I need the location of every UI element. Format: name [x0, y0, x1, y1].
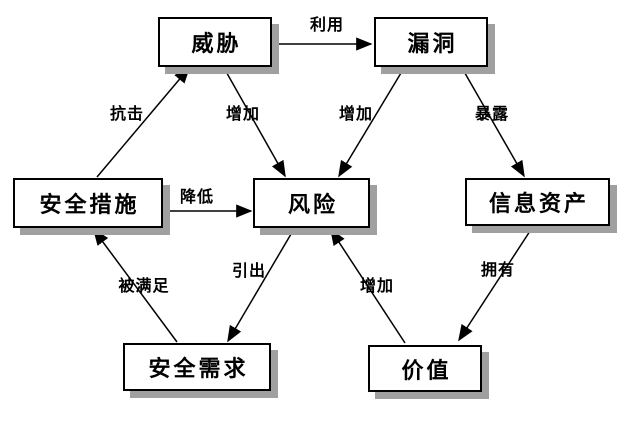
edge-label-exploit: 利用 — [309, 15, 345, 34]
edge-satisfied-by — [93, 228, 178, 343]
edge-own — [458, 227, 533, 342]
node-value: 价值 — [368, 345, 482, 392]
node-safeguards: 安全措施 — [13, 178, 163, 228]
edge-label-satisfied-by: 被满足 — [118, 276, 170, 295]
edge-label-expose: 暴露 — [474, 104, 510, 123]
edge-resist — [96, 66, 191, 178]
edge-label-own: 拥有 — [480, 260, 516, 279]
edge-label-increase-threat: 增加 — [225, 104, 261, 123]
edge-label-lead-to: 引出 — [231, 261, 267, 280]
node-risk: 风险 — [253, 178, 370, 228]
node-info-assets: 信息资产 — [465, 178, 610, 226]
node-security-requirements: 安全需求 — [123, 343, 271, 391]
edge-expose — [461, 67, 525, 178]
node-threat: 威胁 — [158, 17, 272, 67]
edge-label-resist: 抗击 — [109, 104, 145, 123]
edge-increase-threat — [223, 67, 286, 178]
edge-increase-value — [330, 228, 406, 344]
edge-increase-vuln — [338, 67, 405, 178]
edge-lead-to — [227, 228, 295, 343]
edge-label-increase-vuln: 增加 — [338, 104, 374, 123]
node-vulnerability: 漏洞 — [374, 17, 488, 67]
edge-label-reduce: 降低 — [179, 187, 215, 206]
edge-label-increase-value: 增加 — [359, 276, 395, 295]
